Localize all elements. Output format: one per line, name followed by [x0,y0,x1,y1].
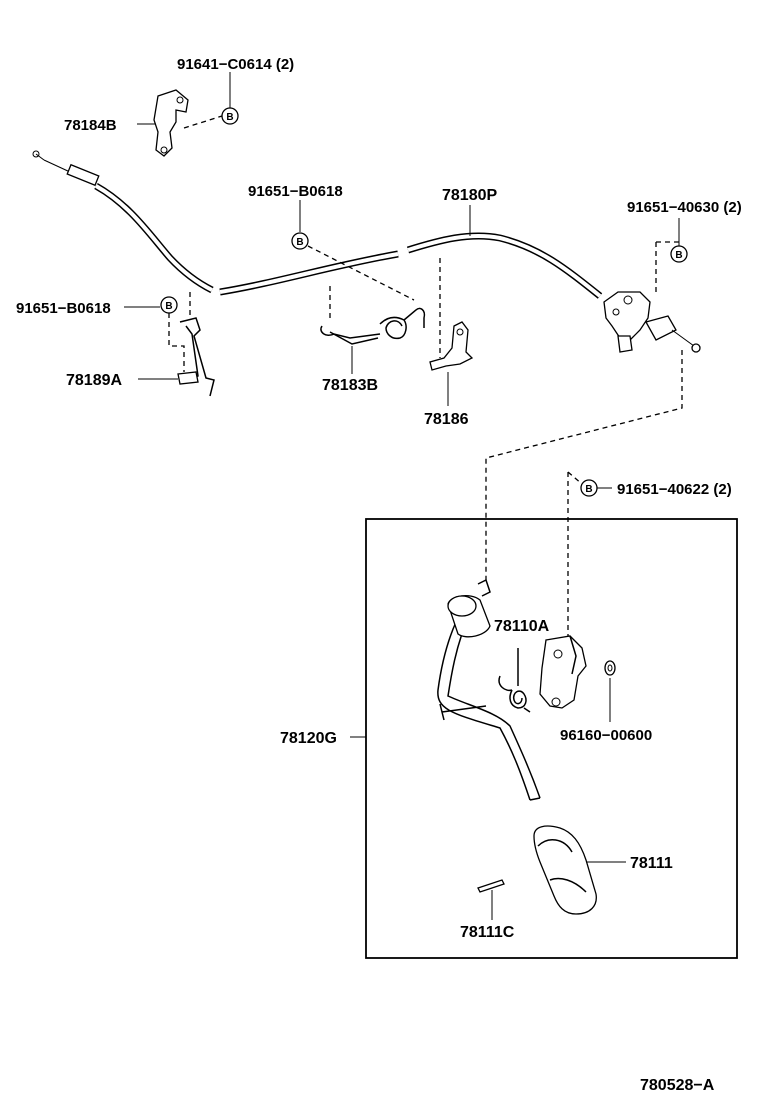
bolt-line-b0618-top [307,245,415,301]
svg-text:B: B [585,484,592,495]
bolt-symbol-1: B [221,107,239,125]
label-78111: 78111 [630,855,673,872]
label-78186: 78186 [424,411,469,428]
figure-id: 780528−A [640,1077,715,1094]
label-91651-b0618-left: 91651−B0618 [16,300,111,317]
clamp-78189a [177,317,215,397]
bolt-symbol-3: B [291,232,309,250]
bracket-78110a [539,635,587,709]
label-78111c: 78111C [460,924,515,941]
label-78183b: 78183B [322,377,378,394]
label-78180p: 78180P [442,187,497,204]
spring-78183b [320,307,426,345]
cable-end-bracket [603,291,701,353]
label-91651-b0618-top: 91651−B0618 [248,183,343,200]
cable-route-to-pedal [485,350,683,580]
label-78110a: 78110A [494,618,550,635]
label-91651-40630: 91651−40630 (2) [627,199,742,216]
svg-text:B: B [226,112,233,123]
svg-text:B: B [675,250,682,261]
svg-text:B: B [165,301,172,312]
bolt-line-40630 [655,241,680,296]
bolt-line-b0618-left [168,313,185,372]
bolt-symbol-4: B [160,296,178,314]
label-78184b: 78184B [64,117,117,134]
cable-78180p [32,150,603,299]
label-96160-00600: 96160−00600 [560,727,652,744]
pedal-assembly-box [365,518,738,959]
bolt-line-78184b [183,115,223,129]
bolt-line-40622 [567,471,583,646]
label-78120g: 78120G [280,730,337,747]
bolt-symbol-2: B [670,245,688,263]
spring-78110a [498,648,531,713]
bracket-78184b [153,89,189,157]
svg-text:B: B [296,237,303,248]
label-91641-c0614: 91641−C0614 (2) [177,56,294,73]
bolt-symbol-5: B [580,479,598,497]
label-78189a: 78189A [66,372,122,389]
label-91651-40622: 91651−40622 (2) [617,481,732,498]
pin-78111c [477,879,505,893]
pedal-arm-78120g [437,578,541,801]
nut-96160 [604,660,616,676]
pedal-pad-78111 [533,825,597,915]
clip-78186 [429,321,474,371]
